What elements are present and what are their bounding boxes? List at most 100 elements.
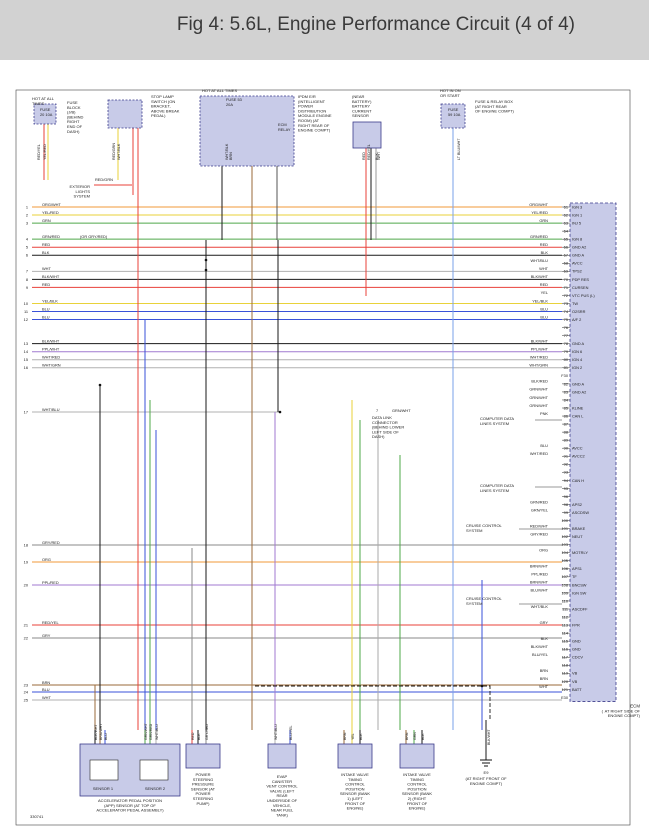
data-link-desc: DASH) <box>372 434 385 439</box>
ivt-bank1-desc: ENGINE) <box>347 806 364 811</box>
left-wire-number: 22 <box>24 635 28 640</box>
fuse-relay-desc: (AT RIGHT REAR <box>475 104 507 109</box>
ecm-pin-number: 105 <box>562 558 569 563</box>
data-link-desc: DATA LINK <box>372 415 392 420</box>
ecm-pin-name: IGN 2 <box>572 365 582 370</box>
ecm-wire-color: BLK <box>541 250 549 255</box>
ecm-wire-color: RED/WHT <box>530 523 549 528</box>
wire-note: (OR GRY/RED) <box>80 234 108 239</box>
left-wire-color: RED/YEL <box>42 620 59 625</box>
left-wire-number: 17 <box>24 409 28 414</box>
ecm-wire-color: BLK <box>541 636 549 641</box>
ps-sensor-desc: STEERING <box>193 796 213 801</box>
figure-header: Fig 4: 5.6L, Engine Performance Circuit … <box>0 0 649 60</box>
exterior-wire-color: RED/GRN <box>95 177 113 182</box>
ecm-wire-color: BRN/WHT <box>530 580 549 585</box>
fuse-block-hot: HOT AT ALL <box>32 96 55 101</box>
ipdm-desc: DISTRIBUTION <box>298 108 326 113</box>
ps-sensor-wire: BLK <box>197 733 201 740</box>
left-wire-number: 4 <box>26 237 29 242</box>
left-wire-number: 14 <box>24 349 29 354</box>
ecm-pin-number: 103 <box>562 542 569 547</box>
left-wire-color: BLU <box>42 687 50 692</box>
ivt-bank1-desc: 1) (LEFT <box>347 796 363 801</box>
fuse-relay-hot: HOT IN ON <box>440 88 461 93</box>
ecm-wire-color: PPL/RED <box>531 572 548 577</box>
fuse-relay-desc: FUSE & RELAY BOX <box>475 99 513 104</box>
fuse-relay-desc: OF ENGINE COMPT) <box>475 109 515 114</box>
left-wire-number: 23 <box>24 682 28 687</box>
ground-bus <box>255 685 491 720</box>
ecm-pin-name: IGN 3 <box>572 204 582 209</box>
data-link-desc: CONNECTOR <box>372 420 398 425</box>
ivt-bank2-desc: CONTROL <box>407 782 427 787</box>
left-wire-color: GRN/RED <box>42 234 60 239</box>
ecm-wire-color: BLK/WHT <box>531 644 549 649</box>
image-id: 330741 <box>30 814 44 819</box>
evap-valve-box <box>267 743 297 769</box>
ground-wire-color: BLK/WHT <box>487 729 491 745</box>
ecm-pin-number: 64 <box>564 229 569 234</box>
exterior-lights-label: EXTERIOR <box>70 184 91 189</box>
ecm-pin-number: 87 <box>564 421 568 426</box>
stop-lamp-desc: SWITCH (ON <box>151 99 175 104</box>
ecm-pin-number: 73 <box>564 301 568 306</box>
data-link-desc: LEFT SIDE OF <box>372 429 399 434</box>
evap-desc: TANK) <box>276 812 288 817</box>
cruise-control-1: SYSTEM <box>466 528 482 533</box>
ecm-pin-number: 66 <box>564 245 568 250</box>
app-sensor-1-element <box>89 759 119 781</box>
left-wire-color: WHT <box>42 695 51 700</box>
ecm-wire-color: BLU/WHT <box>530 588 548 593</box>
ecm-pin-number: 115 <box>562 639 568 644</box>
battery-sensor-desc: SENSOR <box>352 113 369 118</box>
ivt-bank2-desc: 2) (RIGHT <box>408 796 427 801</box>
left-wire-color: WHT/BLU <box>42 407 60 412</box>
stop-lamp-desc: BRACKET, <box>151 104 171 109</box>
app-sensor-desc: (APP) SENSOR (AT TOP OF <box>104 803 156 808</box>
exterior-lights-label: LIGHTS <box>76 189 91 194</box>
ecm-pin-number: 120 <box>562 679 569 684</box>
ecm-wire-color: BLK/WHT <box>531 274 549 279</box>
left-wire-color: ORG <box>42 557 51 562</box>
ecm-wire-color: GRN/WHT <box>529 395 548 400</box>
evap-desc: CANISTER <box>272 779 292 784</box>
ps-sensor-desc: POWER <box>195 772 210 777</box>
ecm-pin-name: IGN 8 <box>572 237 582 242</box>
evap-desc: UNDERSIDE OF <box>267 798 298 803</box>
ecm-wire-color: GRN/WHT <box>529 387 548 392</box>
fuse-block-desc: (BEHIND <box>67 114 84 119</box>
ivt-bank2-desc: ENGINE) <box>409 806 426 811</box>
vertical-wire-label: WHT <box>377 151 381 160</box>
ecm-pin-number: 77 <box>564 333 568 338</box>
evap-desc: VALVE (LEFT <box>270 788 295 793</box>
fuse-53: 20A <box>226 102 233 107</box>
ecm-pin-number: 83 <box>564 389 568 394</box>
app-sensor-desc: ACCELERATOR PEDAL POSITION <box>98 798 162 803</box>
ground-desc: (AT RIGHT FRONT OF <box>465 776 507 781</box>
ecm-pin-number: 74 <box>564 309 569 314</box>
ecm-pin-name: APS1 <box>572 566 582 571</box>
splice-4 <box>98 383 102 387</box>
ivt-bank2-desc: SENSOR (BANK <box>402 791 433 796</box>
ecm-pin-number: 68 <box>564 261 568 266</box>
ecm-pin-number: 119 <box>562 671 568 676</box>
ecm-pin-name: FPR <box>572 622 580 627</box>
left-wire-number: 20 <box>24 582 29 587</box>
ecm-pin-number: 108 <box>562 582 569 587</box>
ecm-location: ENGINE COMPT) <box>608 713 641 718</box>
app-sensor-1-label: SENSOR 1 <box>93 786 114 791</box>
ground-desc: ENGINE COMPT) <box>470 781 503 786</box>
left-wire-number: 1 <box>26 204 28 209</box>
ecm-pin-number: 111 <box>562 606 568 611</box>
app-sensor-wire: GRN/RED <box>149 723 153 740</box>
ecm-wire-color: WHT/GRN <box>529 363 548 368</box>
ps-sensor-desc: STEERING <box>193 777 213 782</box>
fuse-block-desc: FUSE <box>67 100 78 105</box>
fuse-block-desc: END OF <box>67 124 83 129</box>
ecm-pin-name: TPS2 <box>572 269 582 274</box>
ecm-pin-number: 106 <box>562 566 569 571</box>
ecm-wire-color: RED <box>540 242 548 247</box>
ivt-bank2-box <box>399 743 435 769</box>
